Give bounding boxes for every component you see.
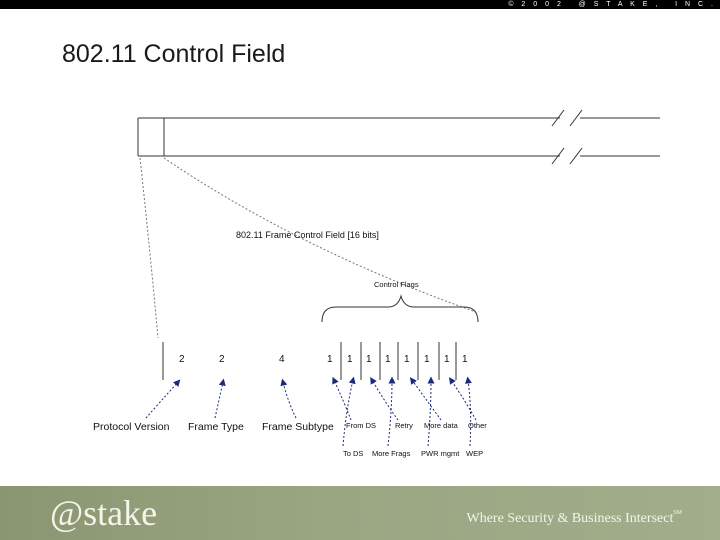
flag-label: WEP <box>466 449 483 458</box>
bit-width: 1 <box>385 354 391 365</box>
bit-width: 1 <box>404 354 410 365</box>
protocol-version-label: Protocol Version <box>93 421 170 433</box>
break-mark <box>551 147 565 165</box>
flag-label: Retry <box>395 421 413 430</box>
bit-width-labels: 2 2 4 1 1 1 1 1 1 1 1 <box>179 354 468 365</box>
tagline-text: Where Security & Business Intersect <box>466 511 674 526</box>
top-bar: © 2 0 0 2 @ S T A K E , I N C . <box>0 0 720 9</box>
bit-width: 1 <box>327 354 333 365</box>
bit-width: 1 <box>347 354 353 365</box>
field-arrows <box>145 376 477 447</box>
flag-labels-upper: From DS Retry More data Other <box>346 421 487 430</box>
bit-separators <box>162 342 457 380</box>
flag-label: PWR mgmt <box>421 449 460 458</box>
bit-width: 1 <box>424 354 430 365</box>
break-mark <box>551 109 565 127</box>
bit-width: 2 <box>219 354 225 365</box>
flag-labels-lower: To DS More Frags PWR mgmt WEP <box>343 449 483 458</box>
frame-control-diagram: 802.11 Frame Control Field [16 bits] Con… <box>93 109 660 458</box>
tagline: Where Security & Business IntersectSM <box>467 510 683 527</box>
flag-label: From DS <box>346 421 376 430</box>
flags-title: Control Flags <box>374 280 419 289</box>
service-mark: SM <box>673 510 682 516</box>
bit-width: 1 <box>462 354 468 365</box>
bit-width: 1 <box>366 354 372 365</box>
break-mark <box>569 109 583 127</box>
stake-logo: @stake <box>50 493 158 533</box>
frame-type-label: Frame Type <box>188 421 244 433</box>
slide-title: 802.11 Control Field <box>62 40 286 68</box>
frame-subtype-label: Frame Subtype <box>262 421 334 433</box>
bit-width: 4 <box>279 354 285 365</box>
flag-label: More data <box>424 421 459 430</box>
zoom-guides <box>139 157 477 339</box>
flags-brace <box>321 294 479 323</box>
bit-width: 2 <box>179 354 185 365</box>
frame-bar <box>137 109 660 165</box>
field-title: 802.11 Frame Control Field [16 bits] <box>236 230 379 240</box>
bit-width: 1 <box>444 354 450 365</box>
flag-label: Other <box>468 421 487 430</box>
break-mark <box>569 147 583 165</box>
flag-label: More Frags <box>372 449 411 458</box>
copyright-notice: © 2 0 0 2 @ S T A K E , I N C . <box>508 1 716 8</box>
flag-label: To DS <box>343 449 363 458</box>
footer-bar: @stake Where Security & Business Interse… <box>0 486 720 540</box>
